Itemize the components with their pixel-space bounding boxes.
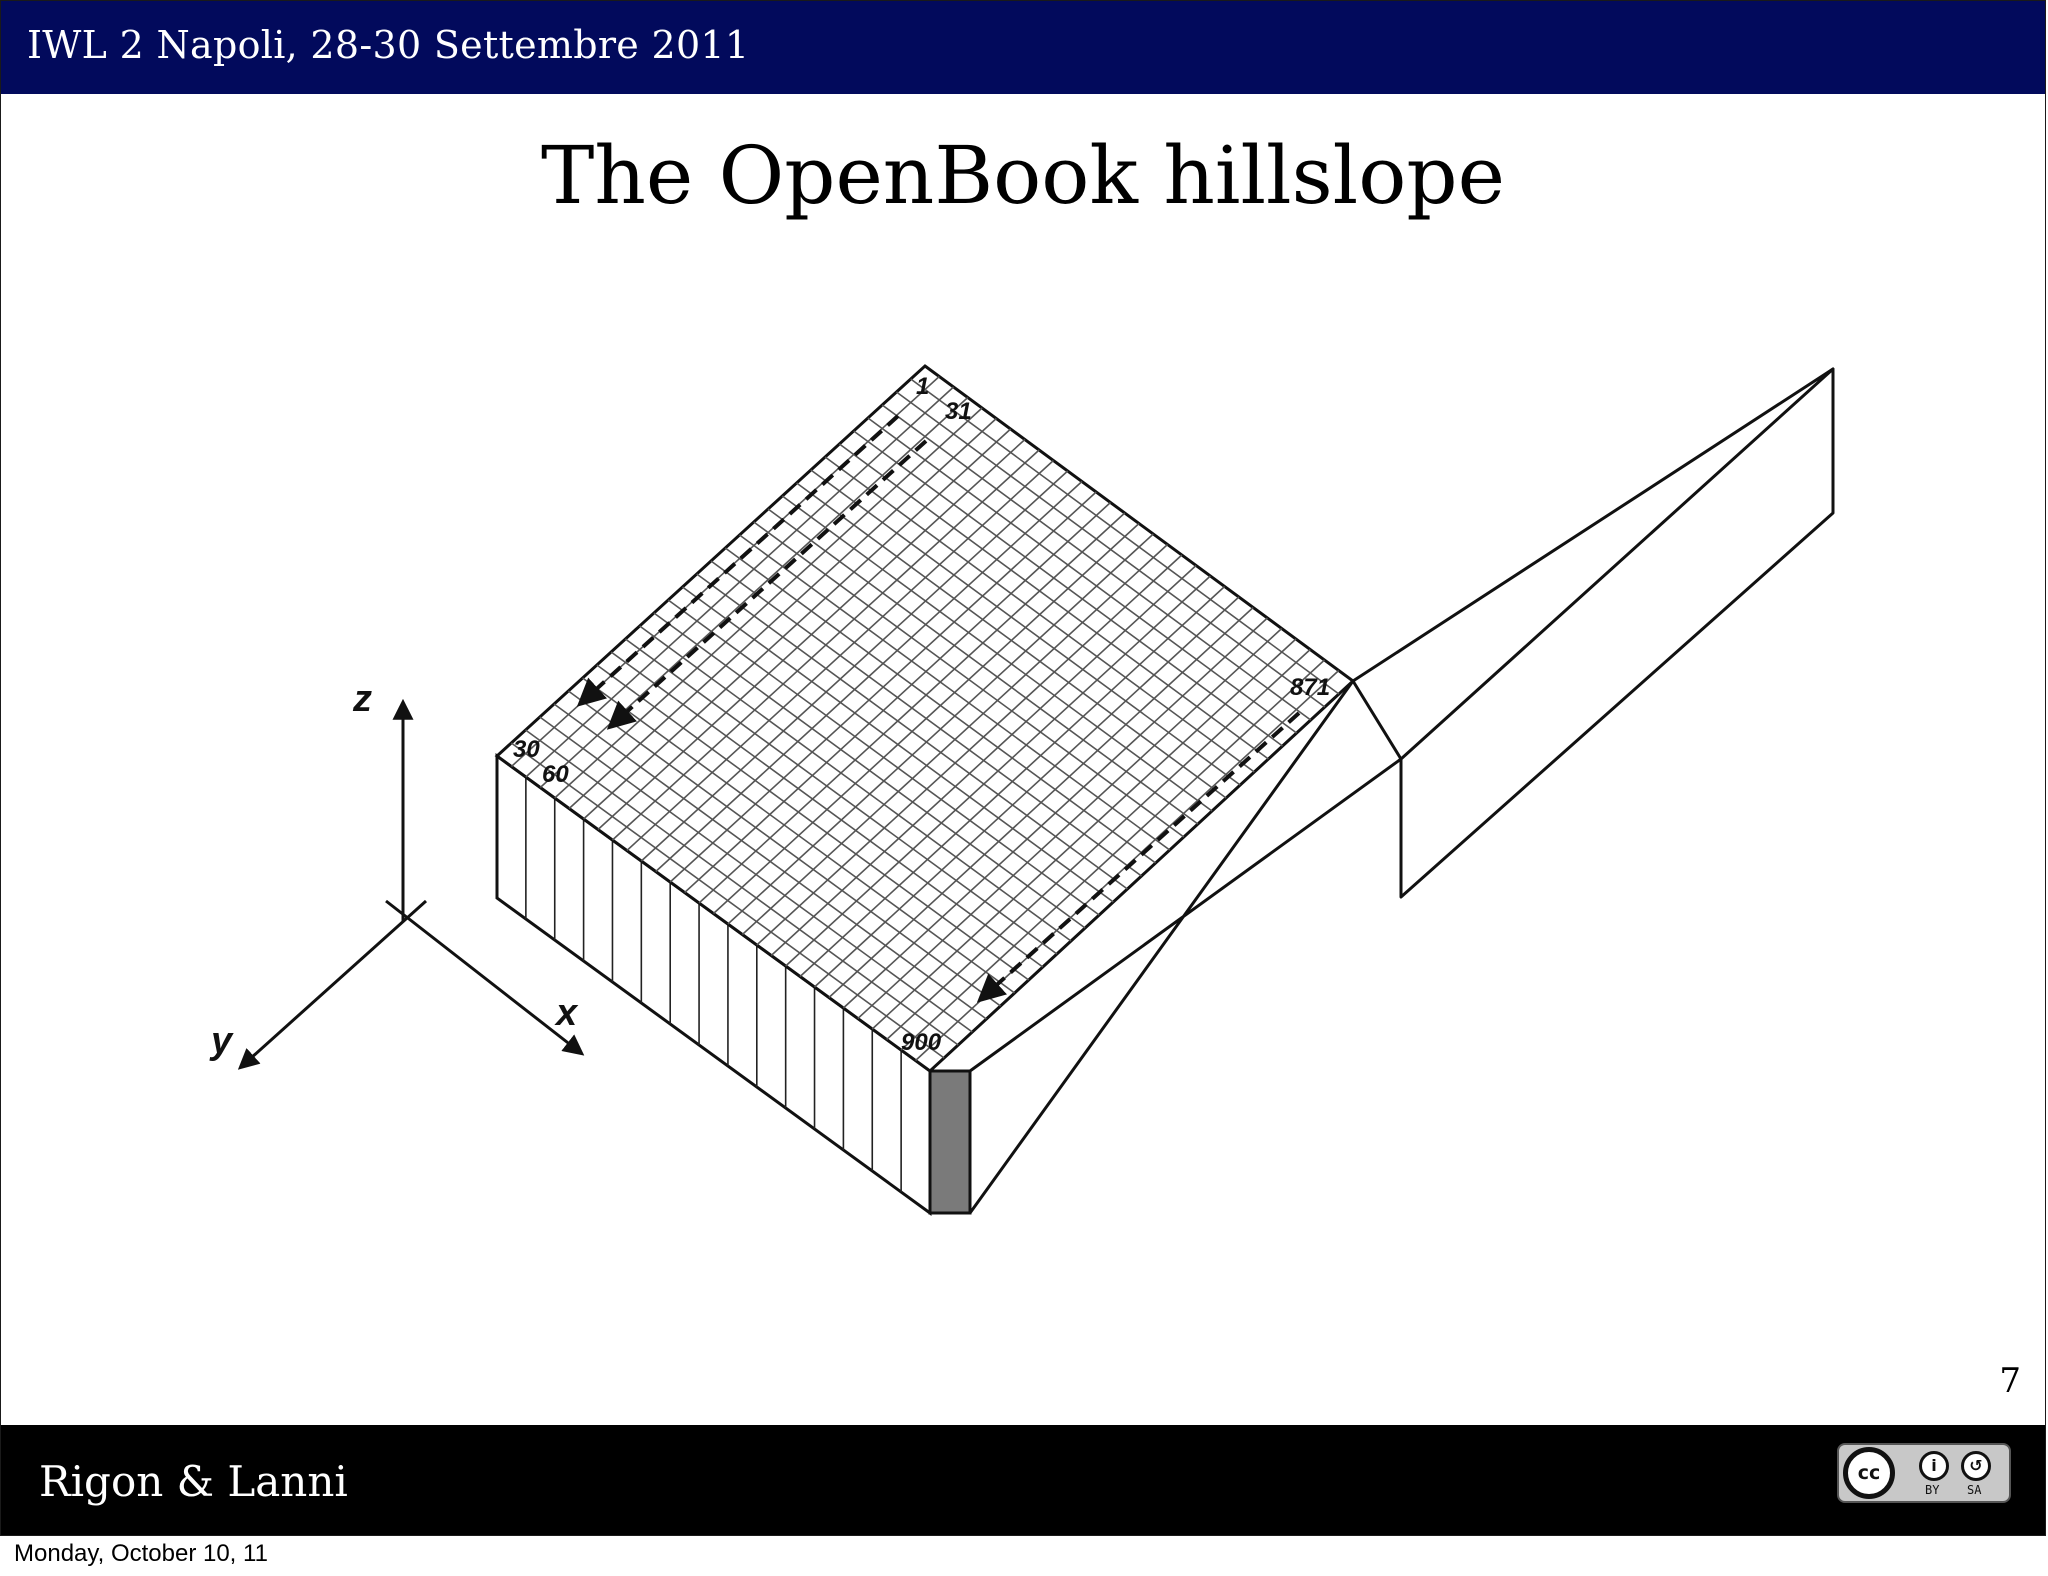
- header-bar: IWL 2 Napoli, 28-30 Settembre 2011: [1, 1, 2045, 94]
- grid-line-row: [910, 378, 1340, 695]
- grid-line-row: [767, 508, 1199, 825]
- cc-badge: cc: [1843, 1447, 1895, 1499]
- grid-line-row: [824, 456, 1255, 773]
- grid-line-row: [653, 612, 1086, 929]
- y-axis-label: y: [209, 1020, 234, 1062]
- grid-line-row: [681, 586, 1114, 903]
- cell-label-1: 1: [916, 373, 929, 400]
- flow-arrows: [576, 414, 1301, 1003]
- footer-bar: Rigon & Lanni cc i ↺ BY SA: [1, 1425, 2045, 1535]
- grid-line-row: [724, 547, 1157, 864]
- cell-labels: 1 31 30 60 871 900: [513, 373, 1330, 1056]
- attribution-icon: i: [1919, 1451, 1949, 1481]
- slide: IWL 2 Napoli, 28-30 Settembre 2011 The O…: [0, 0, 2046, 1536]
- grid-line-row: [525, 729, 959, 1046]
- grid-line-row: [696, 573, 1128, 890]
- grid-line-row: [610, 651, 1044, 968]
- z-axis-label: z: [352, 678, 372, 720]
- grid-line-row: [596, 664, 1030, 981]
- page-number: 7: [1999, 1361, 2021, 1401]
- conference-label: IWL 2 Napoli, 28-30 Settembre 2011: [27, 23, 750, 67]
- flow-arrow-last-column: [976, 711, 1301, 1003]
- grid-line-row: [810, 469, 1241, 786]
- grid-line-row: [667, 599, 1100, 916]
- grid-line-row: [582, 677, 1016, 994]
- grid-line-row: [853, 430, 1283, 747]
- grid-line-row: [781, 495, 1213, 812]
- grid-line-row: [639, 625, 1072, 942]
- coordinate-axes: [237, 698, 585, 1070]
- grid-line-row: [553, 703, 987, 1020]
- grid-line-row: [710, 560, 1142, 877]
- share-alike-icon: ↺: [1961, 1451, 1991, 1481]
- cell-label-30: 30: [513, 736, 540, 763]
- slide-title: The OpenBook hillslope: [541, 129, 1505, 222]
- x-axis: [385, 899, 585, 1056]
- y-axis: [237, 899, 428, 1070]
- flow-arrow-column-1: [576, 414, 900, 707]
- cell-label-871: 871: [1290, 674, 1330, 701]
- outlet-cell: [928, 1069, 972, 1215]
- cell-label-60: 60: [542, 761, 569, 788]
- grid-line-row: [567, 690, 1001, 1007]
- flow-arrow-column-2: [606, 439, 928, 730]
- grid-line-row: [867, 417, 1298, 734]
- grid-line-row: [624, 638, 1058, 955]
- grid-line-row: [753, 521, 1185, 838]
- grid-line-row: [838, 443, 1269, 760]
- authors-label: Rigon & Lanni: [39, 1457, 348, 1506]
- sa-label: SA: [1967, 1483, 1982, 1497]
- cell-label-31: 31: [945, 398, 972, 425]
- by-label: BY: [1925, 1483, 1940, 1497]
- date-stamp: Monday, October 10, 11: [14, 1540, 268, 1567]
- cell-label-900: 900: [901, 1029, 942, 1056]
- grid-line-row: [510, 742, 945, 1059]
- channel-shape: [968, 367, 1835, 1215]
- hillslope-diagram: 1 31 30 60 871 900 z x y: [209, 364, 1835, 1216]
- grid-line-row: [881, 404, 1312, 721]
- grid-line-row: [739, 534, 1171, 851]
- grid-line-row: [796, 482, 1227, 799]
- grid-line-row: [539, 716, 973, 1033]
- grid-line-row: [895, 391, 1326, 708]
- creative-commons-by-sa-icon: cc i ↺ BY SA: [1837, 1443, 2011, 1503]
- x-axis-label: x: [554, 992, 579, 1034]
